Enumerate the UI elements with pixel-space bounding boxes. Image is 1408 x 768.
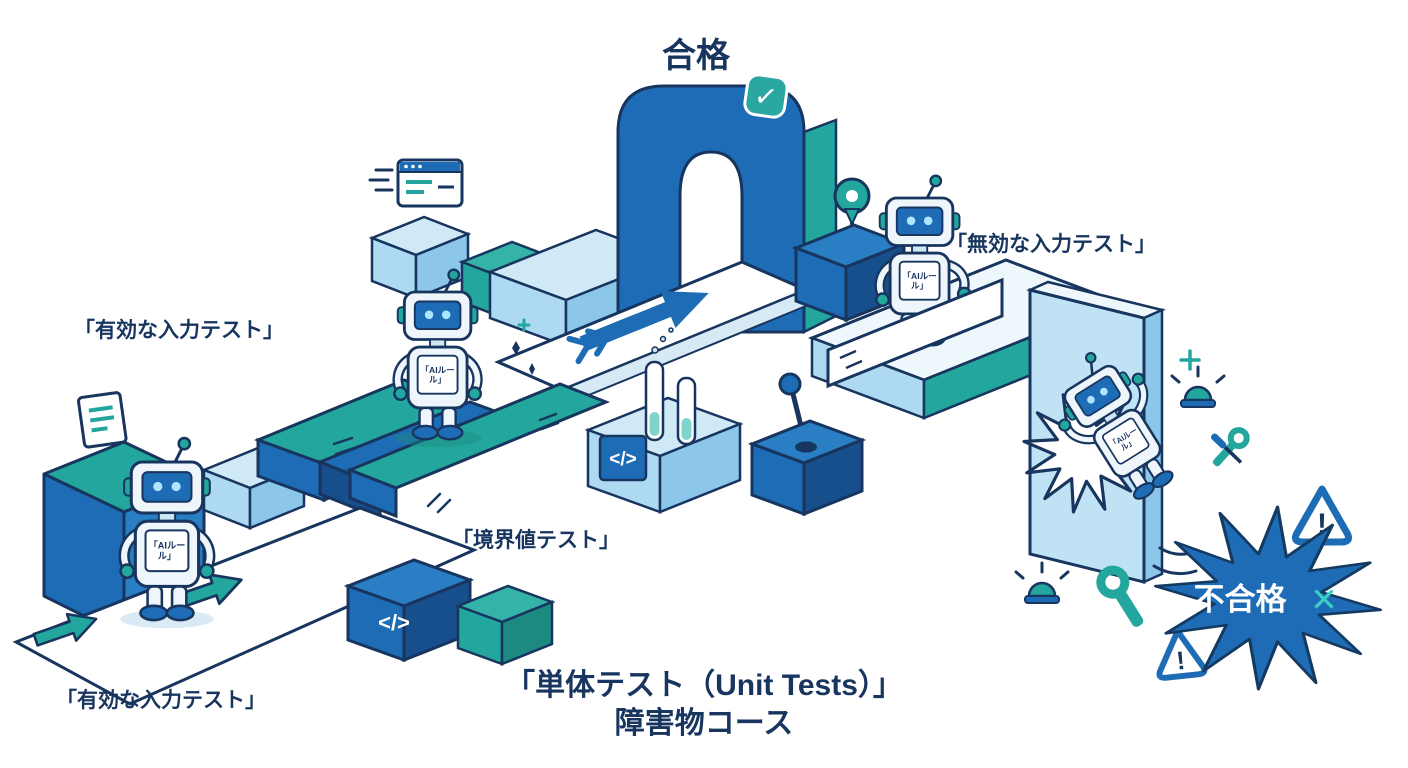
robot-boundary-test: 「AIルール」: [392, 268, 483, 447]
warning-glyph: !: [1317, 508, 1327, 541]
robot-chest-label: 「AIルール」: [148, 540, 186, 561]
document-icon: [77, 391, 128, 449]
speed-dashes: [332, 412, 560, 514]
robot-chest-label: 「AIルール」: [902, 270, 937, 291]
label-valid-input-lower: 「有効な入力テスト」: [56, 689, 266, 712]
code-glyph: </>: [378, 610, 410, 635]
light-cube-mid: [368, 215, 472, 300]
code-glyph: </>: [609, 449, 636, 470]
sparkle-plus-icon: [1179, 349, 1201, 371]
robot-crashed: 「AIルール」: [1058, 352, 1174, 500]
walkway-bottom-left: [12, 506, 478, 706]
code-panel: </>: [598, 434, 648, 482]
arrow-walkway-1: [32, 612, 98, 647]
screwdriver-icon: [1210, 433, 1243, 464]
title-line-2: 障害物コース: [614, 707, 794, 740]
sparkles: [512, 318, 535, 375]
siren-icon-top: [1170, 365, 1226, 408]
label-boundary-test: 「境界値テスト」: [452, 529, 620, 552]
code-cube: </>: [343, 558, 475, 663]
robot-valid-input: 「AIルール」: [118, 436, 216, 629]
browser-window-icon: [368, 158, 464, 208]
fail-label: 不合格: [1194, 582, 1288, 617]
teal-cube-bottom: [454, 584, 556, 666]
white-fence: [826, 277, 1004, 389]
warning-glyph: !: [1175, 647, 1186, 676]
test-tubes-icon: [644, 327, 697, 446]
label-pass: 合格: [662, 37, 730, 75]
wrench-icon-large: [1096, 565, 1144, 627]
tools-crossed-icon: [1210, 427, 1250, 467]
siren-icon-bottom: [1014, 561, 1070, 604]
teal-walkway-mid: [345, 382, 611, 519]
label-valid-input-upper: 「有効な入力テスト」: [74, 319, 284, 342]
lever-pedestal: [747, 372, 867, 517]
robot-chest-label: 「AIルール」: [420, 364, 455, 385]
title-line-1: 「単体テスト（Unit Tests）」: [505, 669, 903, 702]
pass-check-badge: ✓: [743, 73, 789, 119]
cross-icon: ✕: [1310, 581, 1338, 618]
check-icon: ✓: [752, 80, 780, 114]
wrench-icon: [1212, 427, 1250, 467]
fail-starburst: [1153, 505, 1383, 691]
chevrons-icon: [566, 328, 611, 365]
label-invalid-input: 「無効な入力テスト」: [946, 233, 1156, 256]
